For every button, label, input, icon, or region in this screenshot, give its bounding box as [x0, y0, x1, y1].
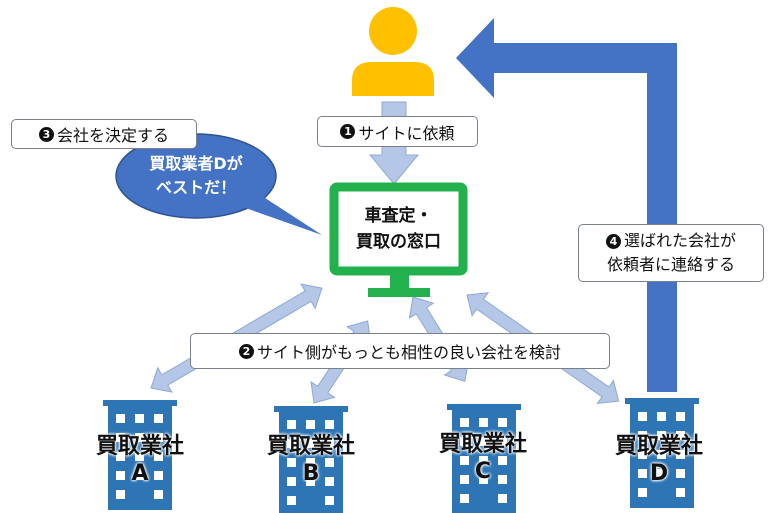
step4-line-1: 選ばれた会社が: [623, 231, 736, 250]
building-b-letter: B: [302, 461, 320, 486]
bubble-text: 買取業者Dが ベストだ！: [126, 152, 266, 200]
building-d-label: 買取業社 D: [599, 433, 719, 487]
step3-number: 3: [38, 126, 54, 142]
step4-number: 4: [605, 234, 621, 249]
building-a-label: 買取業社 A: [80, 433, 200, 487]
bubble-line-1: 買取業者Dが: [149, 154, 243, 173]
step2-text: サイト側がもっとも相性の良い会社を検討: [256, 343, 561, 362]
monitor-line-2: 買取の窓口: [356, 232, 441, 252]
monitor-line-1: 車査定・: [364, 206, 433, 226]
step4-line-2: 依頼者に連絡する: [606, 255, 735, 274]
step2-number: 2: [238, 343, 254, 359]
building-c-letter: C: [474, 459, 492, 484]
monitor-icon: [329, 182, 468, 297]
step1-text: サイトに依頼: [358, 123, 455, 143]
building-c-title: 買取業社: [438, 432, 527, 457]
building-a-letter: A: [131, 461, 149, 486]
building-a-title: 買取業社: [95, 434, 184, 459]
step1-number: 1: [340, 124, 356, 139]
building-d-letter: D: [649, 461, 669, 486]
speech-bubble: [115, 133, 322, 235]
return-arrow: [456, 18, 677, 392]
building-b-label: 買取業社 B: [251, 433, 371, 487]
building-b-title: 買取業社: [266, 434, 355, 459]
monitor-text: 車査定・ 買取の窓口: [340, 203, 457, 255]
step3-text: 会社を決定する: [56, 126, 169, 145]
person-icon: [352, 7, 434, 96]
building-d-title: 買取業社: [614, 434, 703, 459]
building-c-label: 買取業社 C: [423, 431, 543, 485]
bubble-line-2: ベストだ！: [155, 178, 237, 197]
